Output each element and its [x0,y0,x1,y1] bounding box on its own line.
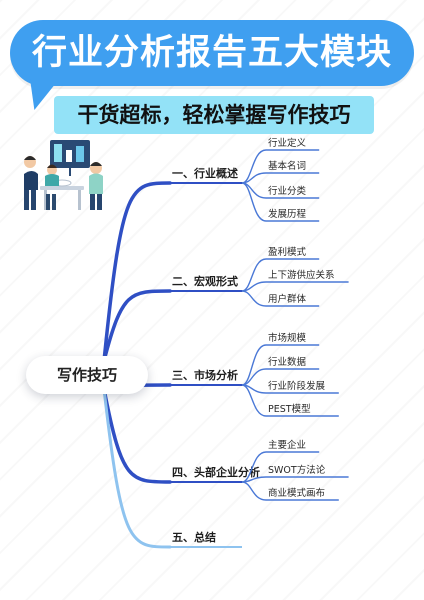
leaf-label: SWOT方法论 [268,464,326,476]
branch-label: 五、总结 [172,530,216,544]
branch-label: 四、头部企业分析 [172,465,260,479]
leaf-label: 商业模式画布 [268,487,325,499]
desk [40,186,84,190]
page-title: 行业分析报告五大模块 [31,33,392,73]
leaf-label: PEST模型 [268,403,311,415]
leaf-label: 行业数据 [268,356,307,368]
branch-connector [102,181,172,363]
subtitle-banner: 干货超标，轻松掌握写作技巧 [54,96,374,134]
branch-label: 二、宏观形式 [172,274,238,288]
leaf-label: 发展历程 [268,208,307,220]
mind-map-root: 写作技巧 [26,356,148,394]
branch-connector [102,387,172,484]
title-bubble [10,20,414,86]
leaf-label: 上下游供应关系 [268,269,335,281]
leaf-connector [241,182,267,222]
leaf-label: 用户群体 [268,293,307,305]
branch-label: 一、行业概述 [172,166,238,180]
leaf-connector [241,149,267,184]
leaf-connector [241,481,267,501]
people-with-dashboard-icon [24,140,103,210]
branch-label: 三、市场分析 [172,368,238,382]
leaf-label: 盈利模式 [268,246,307,258]
leaf-connector [241,344,267,386]
leaf-label: 行业分类 [268,185,307,197]
leaf-label: 市场规模 [268,332,307,344]
leaf-label: 行业阶段发展 [268,380,326,392]
leaf-label: 主要企业 [268,439,306,451]
leaf-connector [241,384,267,417]
leaf-connector [241,451,267,483]
branch-connector [102,289,172,363]
leaf-label: 行业定义 [268,137,307,149]
leaf-connector [241,290,267,307]
branch-connector [102,387,172,549]
leaf-label: 基本名词 [268,160,306,172]
